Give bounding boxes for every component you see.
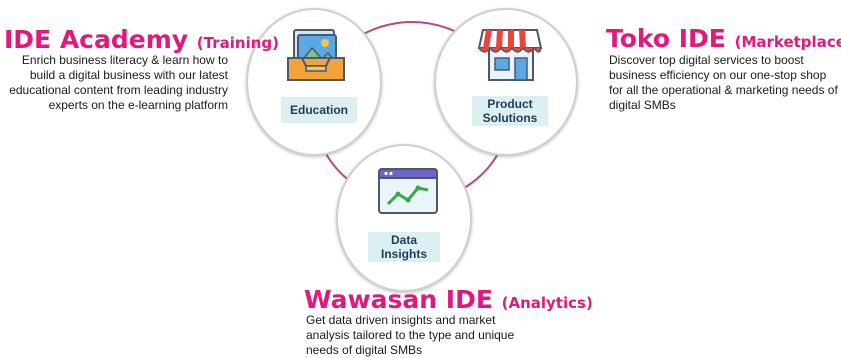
education-label: Education [281, 97, 357, 123]
storefront-icon [477, 29, 543, 81]
wawasan-subtitle: (Analytics) [501, 294, 593, 312]
academy-heading: IDE Academy (Training) [4, 27, 279, 52]
wawasan-heading: Wawasan IDE (Analytics) [304, 287, 593, 312]
photo-tray-icon [287, 29, 345, 81]
academy-subtitle: (Training) [196, 34, 279, 52]
toko-subtitle: (Marketplace) [734, 33, 841, 51]
product-solutions-label: Product Solutions [472, 96, 548, 126]
wawasan-description: Get data driven insights and market anal… [306, 313, 515, 357]
toko-heading: Toko IDE (Marketplace) [606, 26, 841, 51]
wawasan-title: Wawasan IDE [304, 285, 493, 314]
line-chart-window-icon [378, 168, 438, 214]
academy-title: IDE Academy [4, 25, 189, 54]
toko-title: Toko IDE [606, 24, 726, 53]
toko-description: Discover top digital services to boost b… [609, 53, 838, 112]
academy-description: Enrich business literacy & learn how to … [9, 53, 228, 112]
data-insights-label: Data Insights [368, 232, 440, 262]
